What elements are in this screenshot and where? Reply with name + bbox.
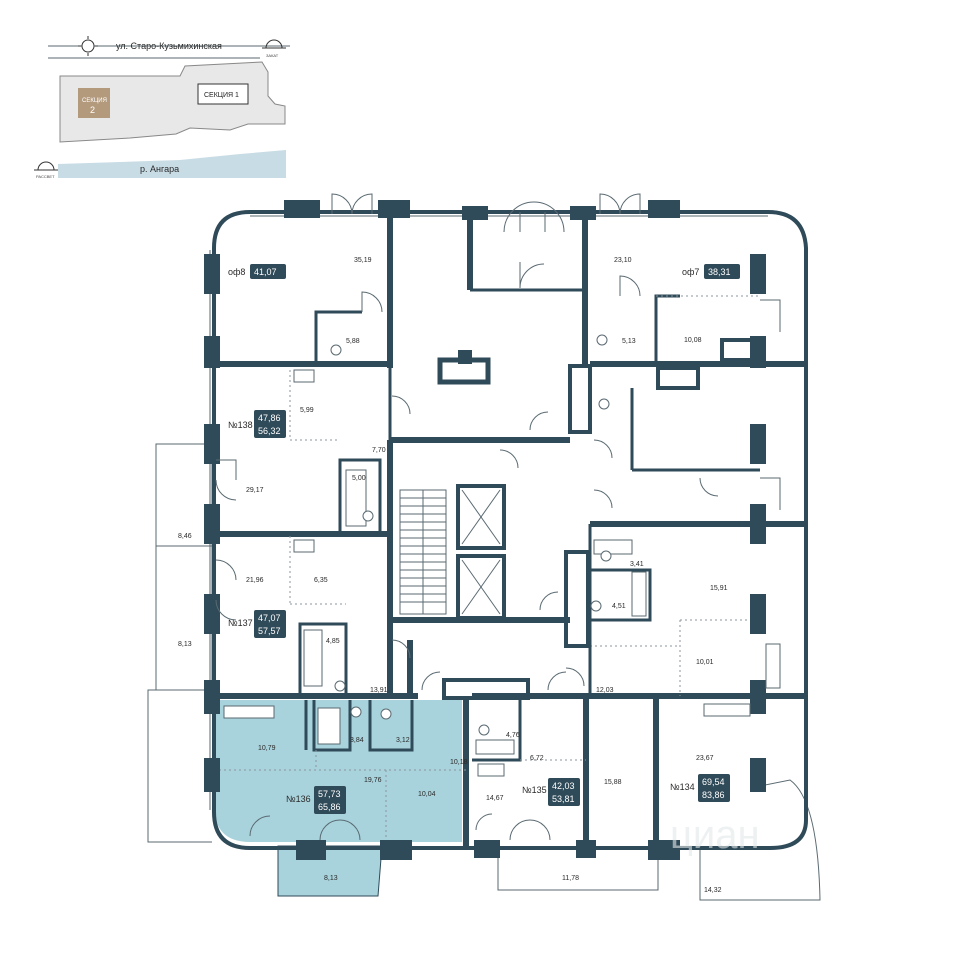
svg-text:35,19: 35,19	[354, 257, 372, 264]
svg-text:10,08: 10,08	[684, 337, 702, 344]
building-footprint	[59, 61, 286, 143]
svg-text:12,03: 12,03	[596, 687, 614, 694]
apartment-136-area[interactable]	[212, 700, 462, 842]
apt-135-name: №135	[522, 785, 547, 795]
svg-text:10,18: 10,18	[450, 759, 468, 766]
apt-137-total: 57,57	[258, 626, 281, 636]
outer-wall	[212, 210, 808, 850]
svg-text:11,78: 11,78	[562, 875, 579, 882]
svg-text:3,12: 3,12	[396, 737, 410, 744]
svg-text:7,70: 7,70	[372, 447, 386, 454]
elevator-2	[456, 554, 506, 620]
svg-text:29,17: 29,17	[246, 487, 264, 494]
key-plan: ул. Старо-Кузьмихинская ЗАКАТ СЕКЦИЯ 2 С…	[34, 36, 290, 179]
apt-134-living: 69,54	[702, 777, 725, 787]
balcony-west	[155, 443, 213, 691]
svg-text:21,96: 21,96	[246, 577, 264, 584]
svg-text:2: 2	[90, 105, 95, 115]
apt-136-total: 65,86	[318, 802, 341, 812]
of7-name: оф7	[682, 267, 699, 277]
svg-text:СЕКЦИЯ 1: СЕКЦИЯ 1	[204, 92, 239, 99]
svg-text:ЗАКАТ: ЗАКАТ	[266, 53, 279, 58]
of8-area: 41,07	[254, 267, 277, 277]
svg-text:10,04: 10,04	[418, 791, 436, 798]
svg-text:10,79: 10,79	[258, 745, 276, 752]
svg-text:8,46: 8,46	[178, 533, 192, 540]
balcony-136	[277, 845, 383, 897]
of7-area: 38,31	[708, 267, 731, 277]
svg-text:СЕКЦИЯ: СЕКЦИЯ	[82, 98, 107, 104]
apt-135-living: 42,03	[552, 781, 575, 791]
apt-135-total: 53,81	[552, 794, 575, 804]
apt-134-total: 83,86	[702, 790, 725, 800]
sunrise-icon: РАССВЕТ	[34, 161, 58, 179]
sunset-icon: ЗАКАТ	[262, 39, 286, 58]
svg-text:14,67: 14,67	[486, 795, 504, 802]
interior-walls	[214, 212, 806, 848]
room-areas: 35,19 5,88 23,10 5,13 10,08 5,99 7,70 29…	[178, 257, 728, 894]
river-shape	[58, 150, 286, 178]
apt-134-name: №134	[670, 782, 695, 792]
apt-137-living: 47,07	[258, 613, 281, 623]
svg-text:19,76: 19,76	[364, 777, 382, 784]
east-balcony-railing	[765, 643, 781, 689]
svg-text:5,99: 5,99	[300, 407, 314, 414]
apt-138-name: №138	[228, 420, 253, 430]
section-1-block	[197, 83, 249, 105]
svg-text:13,91: 13,91	[370, 687, 388, 694]
svg-text:23,10: 23,10	[614, 257, 632, 264]
balcony-southeast	[699, 779, 821, 901]
river-name: р. Ангара	[140, 164, 179, 174]
apt-136-name: №136	[286, 794, 311, 804]
svg-text:4,51: 4,51	[612, 603, 626, 610]
watermark: циан	[670, 813, 760, 857]
section-2-block	[78, 88, 110, 118]
svg-text:4,85: 4,85	[326, 638, 340, 645]
svg-text:14,32: 14,32	[704, 887, 722, 894]
svg-text:РАССВЕТ: РАССВЕТ	[36, 174, 55, 179]
svg-text:8,13: 8,13	[324, 875, 338, 882]
svg-text:6,72: 6,72	[530, 755, 544, 762]
apt-137-name: №137	[228, 618, 253, 628]
apt-138-living: 47,86	[258, 413, 281, 423]
svg-text:6,35: 6,35	[314, 577, 328, 584]
svg-text:23,67: 23,67	[696, 755, 714, 762]
svg-text:5,13: 5,13	[622, 338, 636, 345]
svg-text:15,91: 15,91	[710, 585, 728, 592]
apt-136-living: 57,73	[318, 789, 341, 799]
svg-text:3,41: 3,41	[630, 561, 644, 568]
of8-name: оф8	[228, 267, 245, 277]
svg-text:4,76: 4,76	[506, 732, 520, 739]
fixtures	[223, 334, 751, 777]
elevator-1	[456, 484, 506, 550]
svg-text:8,13: 8,13	[178, 641, 192, 648]
svg-text:3,84: 3,84	[350, 737, 364, 744]
sun-icon	[78, 36, 98, 56]
svg-text:5,88: 5,88	[346, 338, 360, 345]
doors	[215, 193, 781, 841]
staircase	[399, 489, 447, 615]
apartment-labels: оф8 41,07 оф7 38,31 №138 47,86 56,32 №13…	[228, 264, 740, 814]
apt-138-total: 56,32	[258, 426, 281, 436]
svg-text:15,88: 15,88	[604, 779, 622, 786]
svg-text:5,00: 5,00	[352, 475, 366, 482]
pillars	[204, 200, 766, 860]
street-name: ул. Старо-Кузьмихинская	[116, 41, 222, 51]
svg-text:10,01: 10,01	[696, 659, 714, 666]
